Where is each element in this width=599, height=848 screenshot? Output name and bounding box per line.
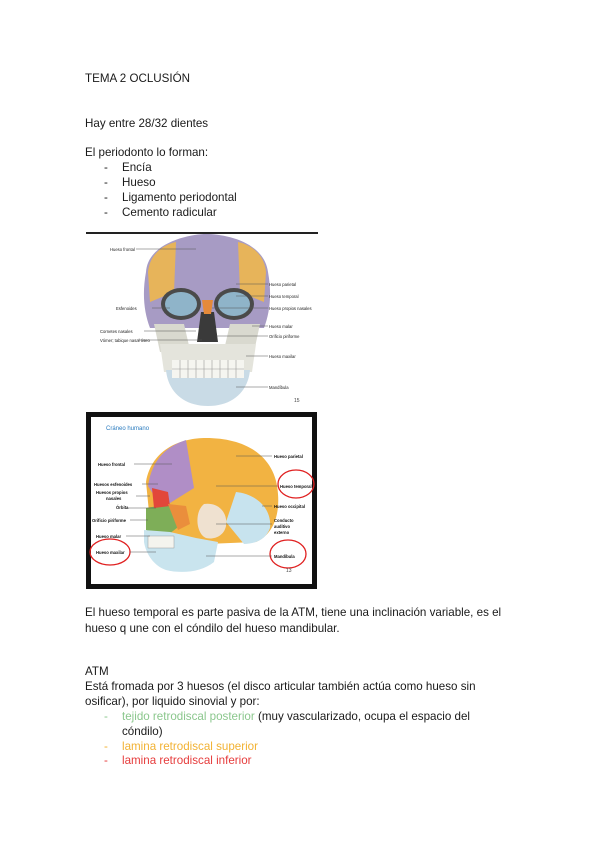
highlight-mandibula	[269, 539, 307, 569]
label-hueso-maxilar: Hueso maxilar	[96, 550, 125, 555]
skull-lateral-illustration: Cráneo humano	[86, 412, 317, 589]
highlight-temporal	[277, 469, 315, 499]
label-conducto: Conducto	[274, 518, 294, 523]
label-hueso-temporal: Hueso temporal	[280, 484, 312, 489]
label-nasales: nasales	[106, 496, 122, 501]
label-huesos-propios: Huesos propios	[96, 490, 128, 495]
label-orbita: Órbita	[116, 505, 129, 510]
skull-front-figure: Hueso frontal Esfenoides Cornetes nasale…	[86, 232, 318, 410]
paragraph-line: osificar), por liquido sinovial y por:	[85, 695, 260, 708]
atm-item-rest: (muy vascularizado, ocupa el espacio del	[254, 710, 470, 723]
paragraph-line: Está fromada por 3 huesos (el disco arti…	[85, 680, 476, 693]
label-hueso-frontal: Hueso frontal	[110, 247, 135, 252]
label-hueso-malar: Hueso malar	[269, 324, 293, 329]
atm-item-colored: tejido retrodiscal posterior	[122, 710, 255, 723]
periodonto-intro: El periodonto lo forman:	[85, 146, 209, 159]
figure-page-number: 15	[294, 398, 300, 404]
label-mandibula: Mandíbula	[269, 385, 289, 390]
label-orificio-piriforme: Orificio piriforme	[269, 334, 300, 339]
label-hueso-maxilar: Hueso maxilar	[269, 354, 296, 359]
label-auditivo: auditivo	[274, 524, 290, 529]
label-hueso-occipital: Hueso occipital	[274, 504, 305, 509]
atm-item-colored: lamina retrodiscal inferior	[122, 754, 252, 767]
skull-lateral-figure: Cráneo humano	[86, 412, 317, 589]
atm-item-continuation: cóndilo)	[122, 725, 163, 738]
label-orificio-piriforme: Orificio piriforme	[92, 518, 127, 523]
label-esfenoides: Esfenoides	[116, 306, 137, 311]
label-hueso-temporal: Hueso temporal	[269, 294, 299, 299]
label-cornetes: Cornetes nasales	[100, 329, 133, 334]
section-heading-atm: ATM	[85, 665, 109, 678]
label-hueso-nasales: Hueso propios nasales	[269, 306, 312, 311]
list-item: - Cemento radicular	[104, 206, 217, 219]
paragraph-line: El hueso temporal es parte pasiva de la …	[85, 606, 502, 619]
label-hueso-frontal: Hueso frontal	[98, 462, 125, 467]
list-item: - tejido retrodiscal posterior (muy vasc…	[104, 710, 470, 723]
atm-item-colored: lamina retrodiscal superior	[122, 740, 258, 753]
label-hueso-parietal: Hueso parietal	[269, 282, 296, 287]
label-vomer: Vómer; tabique nasal óseo	[100, 338, 150, 343]
list-item: - lamina retrodiscal superior	[104, 740, 258, 753]
label-huesos-esfenoides: Huesos esfenoides	[94, 482, 133, 487]
page-title: TEMA 2 OCLUSIÓN	[85, 72, 191, 85]
list-item: - Encía	[104, 161, 152, 174]
figure-heading: Cráneo humano	[106, 426, 150, 432]
skull-front-illustration: Hueso frontal Esfenoides Cornetes nasale…	[86, 232, 318, 410]
teeth-count-line: Hay entre 28/32 dientes	[85, 117, 209, 130]
list-item: - Ligamento periodontal	[104, 191, 237, 204]
label-mandibula: Mandíbula	[274, 554, 295, 559]
list-item: - Hueso	[104, 176, 156, 189]
label-hueso-malar: Hueso malar	[96, 534, 122, 539]
paragraph-line: hueso q une con el cóndilo del hueso man…	[85, 622, 340, 635]
label-hueso-parietal: Hueso parietal	[274, 454, 303, 459]
label-externo: externo	[274, 530, 290, 535]
list-item: - lamina retrodiscal inferior	[104, 754, 252, 767]
figure-page-number: 13	[286, 568, 292, 574]
